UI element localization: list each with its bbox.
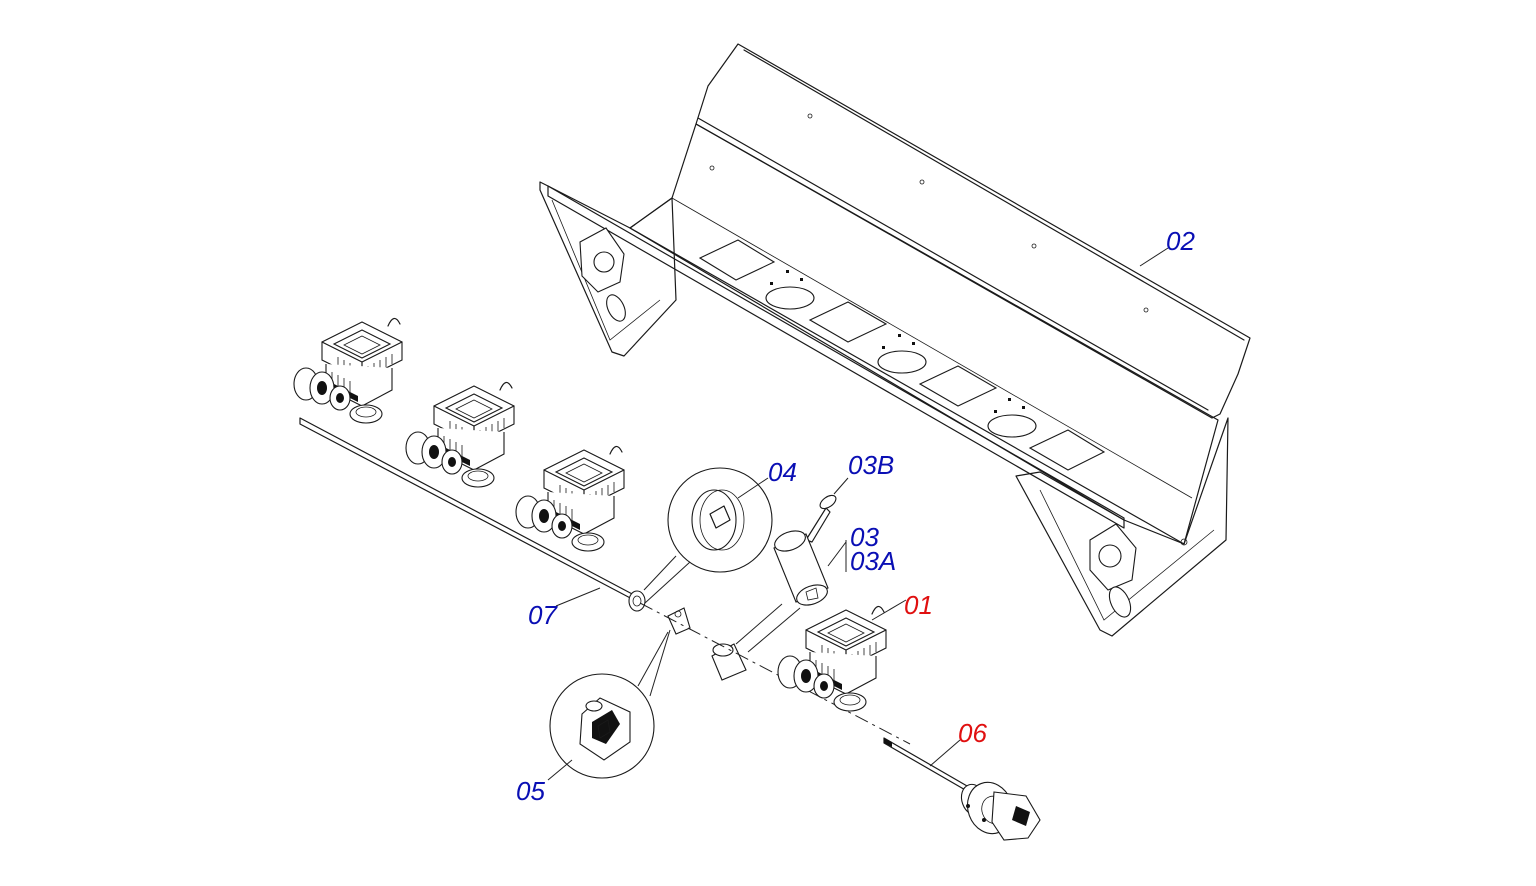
callout-03: 03: [850, 522, 879, 552]
trough-frame-part-02: [539, 43, 1251, 637]
callout-04: 04: [768, 457, 797, 487]
sleeve-part-03: [711, 530, 847, 681]
callout-06: 06: [958, 718, 987, 748]
drive-shaft-part-06: [883, 737, 1041, 841]
shaft-assembly-part-07: [293, 317, 637, 602]
assembly-axis: [639, 602, 911, 745]
callout-07: 07: [528, 600, 558, 630]
meter-part-01: [777, 599, 907, 712]
leader-02: [1139, 247, 1169, 267]
pin-part-03b: [805, 477, 849, 543]
callout-03b: 03B: [848, 450, 894, 480]
callout-01: 01: [904, 590, 933, 620]
callout-03a: 03A: [850, 546, 896, 576]
leader-07: [555, 587, 601, 607]
callout-02: 02: [1166, 226, 1195, 256]
washer-part-04: [628, 467, 773, 612]
callout-05: 05: [516, 776, 545, 806]
clip-part-05: [547, 607, 691, 781]
